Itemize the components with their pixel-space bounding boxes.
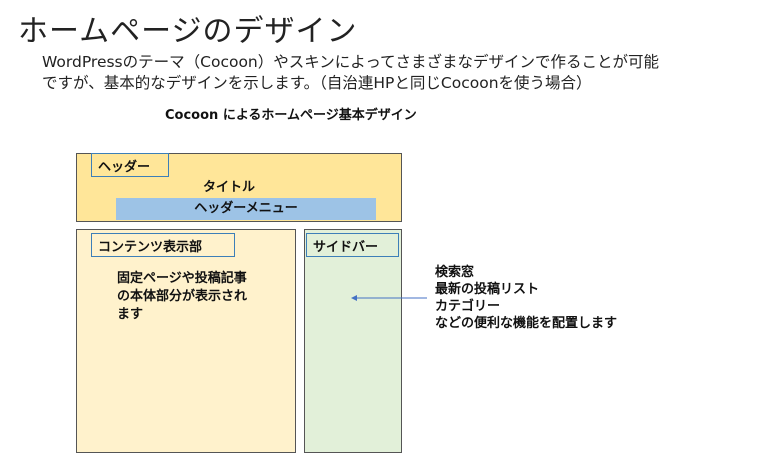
content-line: の本体部分が表示され <box>117 289 248 304</box>
content-label: コンテンツ表示部 <box>91 233 235 257</box>
header-menu: ヘッダーメニュー <box>116 198 376 220</box>
header-title: タイトル <box>203 180 256 195</box>
content-line: ます <box>117 307 144 322</box>
content-description: 固定ページや投稿記事 の本体部分が表示され ます <box>117 270 247 324</box>
sidebar-label: サイドバー <box>306 233 399 257</box>
header-label: ヘッダー <box>91 153 169 177</box>
diagram-subtitle: Cocoon によるホームページ基本デザイン <box>165 108 417 123</box>
content-line: 固定ページや投稿記事 <box>117 271 247 286</box>
arrow-icon <box>351 295 427 301</box>
sidebar-note: 検索窓 最新の投稿リスト カテゴリー などの便利な機能を配置します <box>435 264 617 332</box>
note-line: 検索窓 <box>435 265 475 280</box>
note-line: 最新の投稿リスト <box>435 282 540 297</box>
note-line: などの便利な機能を配置します <box>435 316 618 331</box>
sidebar-region <box>304 229 402 453</box>
intro-line-1: WordPressのテーマ（Cocoon）やスキンによってさまざまなデザインで作… <box>42 53 660 71</box>
intro-line-2: ですが、基本的なデザインを示します。（自治連HPと同じCocoonを使う場合） <box>42 74 592 92</box>
content-region <box>76 229 296 453</box>
slide-title: ホームページのデザイン <box>18 14 358 49</box>
note-line: カテゴリー <box>435 299 501 314</box>
